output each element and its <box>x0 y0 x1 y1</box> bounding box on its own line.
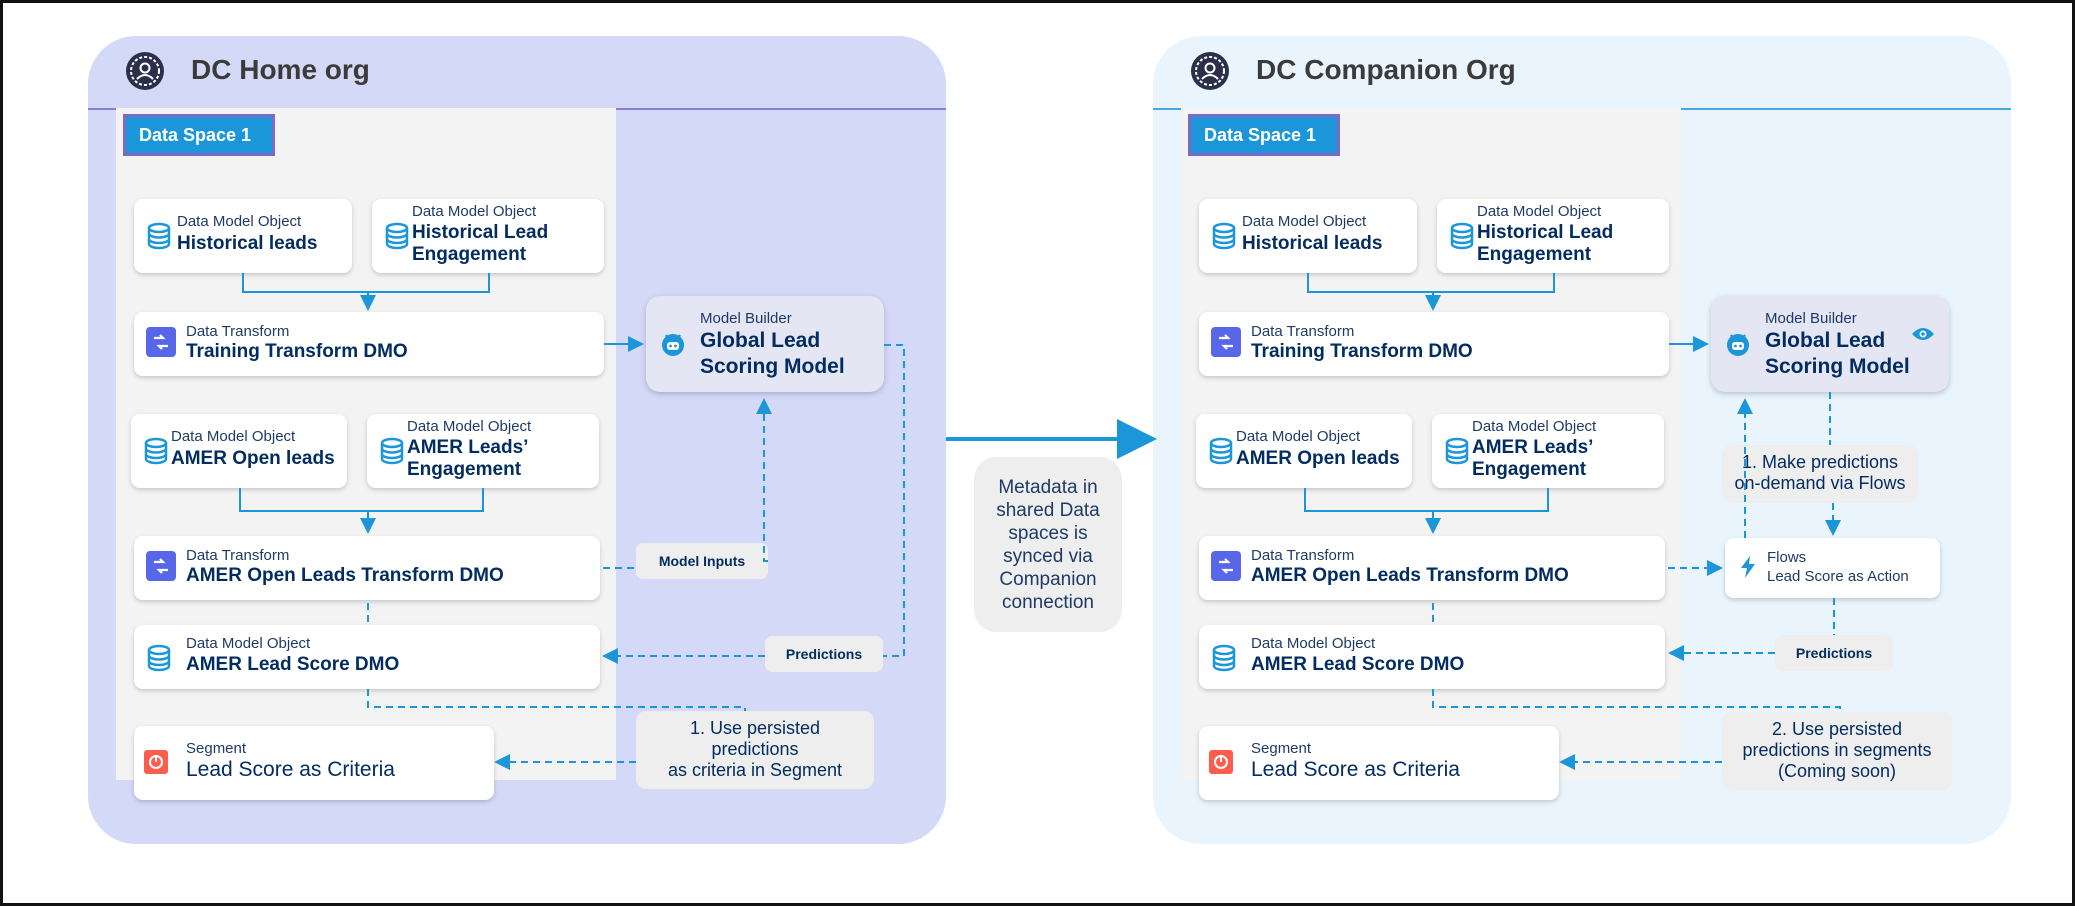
card-subtitle: Model Builder <box>700 310 792 327</box>
card-title: AMER Open Leads Transform DMO <box>1251 565 1569 586</box>
card-subtitle: Data Transform <box>1251 323 1355 340</box>
card-title: AMER Leads’ Engagement <box>1472 437 1594 480</box>
sync-metadata-note: Metadata in shared Data spaces is synced… <box>974 457 1122 632</box>
segment-icon <box>1209 750 1233 774</box>
card-title: Training Transform DMO <box>186 341 408 362</box>
companion-data-space-tag: Data Space 1 <box>1188 114 1340 156</box>
companion-segment-card[interactable]: Segment Lead Score as Criteria <box>1199 726 1559 800</box>
companion-org-title: DC Companion Org <box>1256 54 1516 85</box>
card-title: Training Transform DMO <box>1251 341 1473 362</box>
card-subtitle: Data Model Object <box>1251 635 1376 652</box>
card-title: AMER Lead Score DMO <box>1251 654 1465 675</box>
database-icon <box>1209 437 1233 465</box>
card-title: AMER Open leads <box>1236 448 1400 469</box>
card-subtitle: Data Model Object <box>412 203 537 220</box>
card-subtitle: Data Model Object <box>177 213 302 230</box>
card-title: Lead Score as Criteria <box>186 758 395 781</box>
card-subtitle: Segment <box>1251 740 1312 757</box>
companion-amer-transform-card[interactable]: Data Transform AMER Open Leads Transform… <box>1199 536 1665 600</box>
card-title: Historical Lead Engagement <box>1477 222 1614 265</box>
companion-training-transform-card[interactable]: Data Transform Training Transform DMO <box>1199 312 1669 376</box>
card-subtitle: Model Builder <box>1765 310 1857 327</box>
card-title: Global Lead Scoring Model <box>700 329 845 378</box>
home-historical-engagement-card[interactable]: Data Model Object Historical Lead Engage… <box>372 199 604 273</box>
companion-model-builder-card[interactable]: Model Builder Global Lead Scoring Model <box>1711 296 1949 392</box>
database-icon <box>1445 437 1469 465</box>
card-title: Global Lead Scoring Model <box>1765 329 1910 378</box>
transform-icon <box>146 327 176 357</box>
card-title: Lead Score as Action <box>1767 568 1909 585</box>
card-subtitle: Data Transform <box>186 547 290 564</box>
card-title: AMER Open Leads Transform DMO <box>186 565 504 586</box>
card-subtitle: Data Model Object <box>1477 203 1602 220</box>
segment-icon <box>144 750 168 774</box>
transform-icon <box>1211 327 1241 357</box>
home-amer-engagement-card[interactable]: Data Model Object AMER Leads’ Engagement <box>367 414 599 488</box>
database-icon <box>1450 222 1474 250</box>
home-org-header: DC Home org <box>88 36 946 110</box>
card-subtitle: Flows <box>1767 549 1807 566</box>
card-title: Lead Score as Criteria <box>1251 758 1460 781</box>
home-amer-open-leads-card[interactable]: Data Model Object AMER Open leads <box>131 414 347 488</box>
home-model-builder-card[interactable]: Model Builder Global Lead Scoring Model <box>646 296 884 392</box>
einstein-icon <box>662 334 684 356</box>
home-amer-transform-card[interactable]: Data Transform AMER Open Leads Transform… <box>134 536 600 600</box>
card-subtitle: Segment <box>186 740 247 757</box>
home-org-title: DC Home org <box>191 54 370 85</box>
home-segment-card[interactable]: Segment Lead Score as Criteria <box>134 726 494 800</box>
card-subtitle: Data Model Object <box>1236 428 1361 445</box>
card-subtitle: Data Transform <box>1251 547 1355 564</box>
home-model-inputs-label: Model Inputs <box>636 543 768 579</box>
companion-flows-card[interactable]: Flows Lead Score as Action <box>1725 538 1940 598</box>
home-historical-leads-card[interactable]: Data Model Object Historical leads <box>134 199 352 273</box>
database-icon <box>1212 644 1236 672</box>
home-data-space-tag: Data Space 1 <box>123 114 275 156</box>
companion-amer-open-leads-card[interactable]: Data Model Object AMER Open leads <box>1196 414 1412 488</box>
card-subtitle: Data Transform <box>186 323 290 340</box>
companion-predictions-label: Predictions <box>1775 635 1893 671</box>
companion-amer-engagement-card[interactable]: Data Model Object AMER Leads’ Engagement <box>1432 414 1664 488</box>
transform-icon <box>1211 551 1241 581</box>
card-title: Historical leads <box>177 233 318 254</box>
database-icon <box>147 644 171 672</box>
companion-lead-score-card[interactable]: Data Model Object AMER Lead Score DMO <box>1199 625 1665 689</box>
database-icon <box>1212 222 1236 250</box>
database-icon <box>385 222 409 250</box>
companion-historical-engagement-card[interactable]: Data Model Object Historical Lead Engage… <box>1437 199 1669 273</box>
org-icon <box>126 52 164 90</box>
org-icon <box>1191 52 1229 90</box>
transform-icon <box>146 551 176 581</box>
home-lead-score-card[interactable]: Data Model Object AMER Lead Score DMO <box>134 625 600 689</box>
card-title: Historical Lead Engagement <box>412 222 549 265</box>
card-title: AMER Lead Score DMO <box>186 654 400 675</box>
einstein-icon <box>1727 334 1749 356</box>
home-use-persisted-note: 1. Use persisted predictions as criteria… <box>636 711 874 789</box>
database-icon <box>380 437 404 465</box>
database-icon <box>144 437 168 465</box>
companion-make-predictions-note: 1. Make predictions on-demand via Flows <box>1722 445 1918 503</box>
companion-historical-leads-card[interactable]: Data Model Object Historical leads <box>1199 199 1417 273</box>
flow-icon <box>1741 556 1755 578</box>
card-title: Historical leads <box>1242 233 1383 254</box>
card-subtitle: Data Model Object <box>1472 418 1597 435</box>
companion-org-header: DC Companion Org <box>1153 36 2011 110</box>
card-title: AMER Leads’ Engagement <box>407 437 529 480</box>
eye-icon[interactable] <box>1911 326 1935 342</box>
home-predictions-label: Predictions <box>765 636 883 672</box>
card-subtitle: Data Model Object <box>407 418 532 435</box>
database-icon <box>147 222 171 250</box>
card-title: AMER Open leads <box>171 448 335 469</box>
card-subtitle: Data Model Object <box>1242 213 1367 230</box>
card-subtitle: Data Model Object <box>171 428 296 445</box>
companion-use-persisted-note: 2. Use persisted predictions in segments… <box>1722 712 1952 790</box>
card-subtitle: Data Model Object <box>186 635 311 652</box>
home-training-transform-card[interactable]: Data Transform Training Transform DMO <box>134 312 604 376</box>
